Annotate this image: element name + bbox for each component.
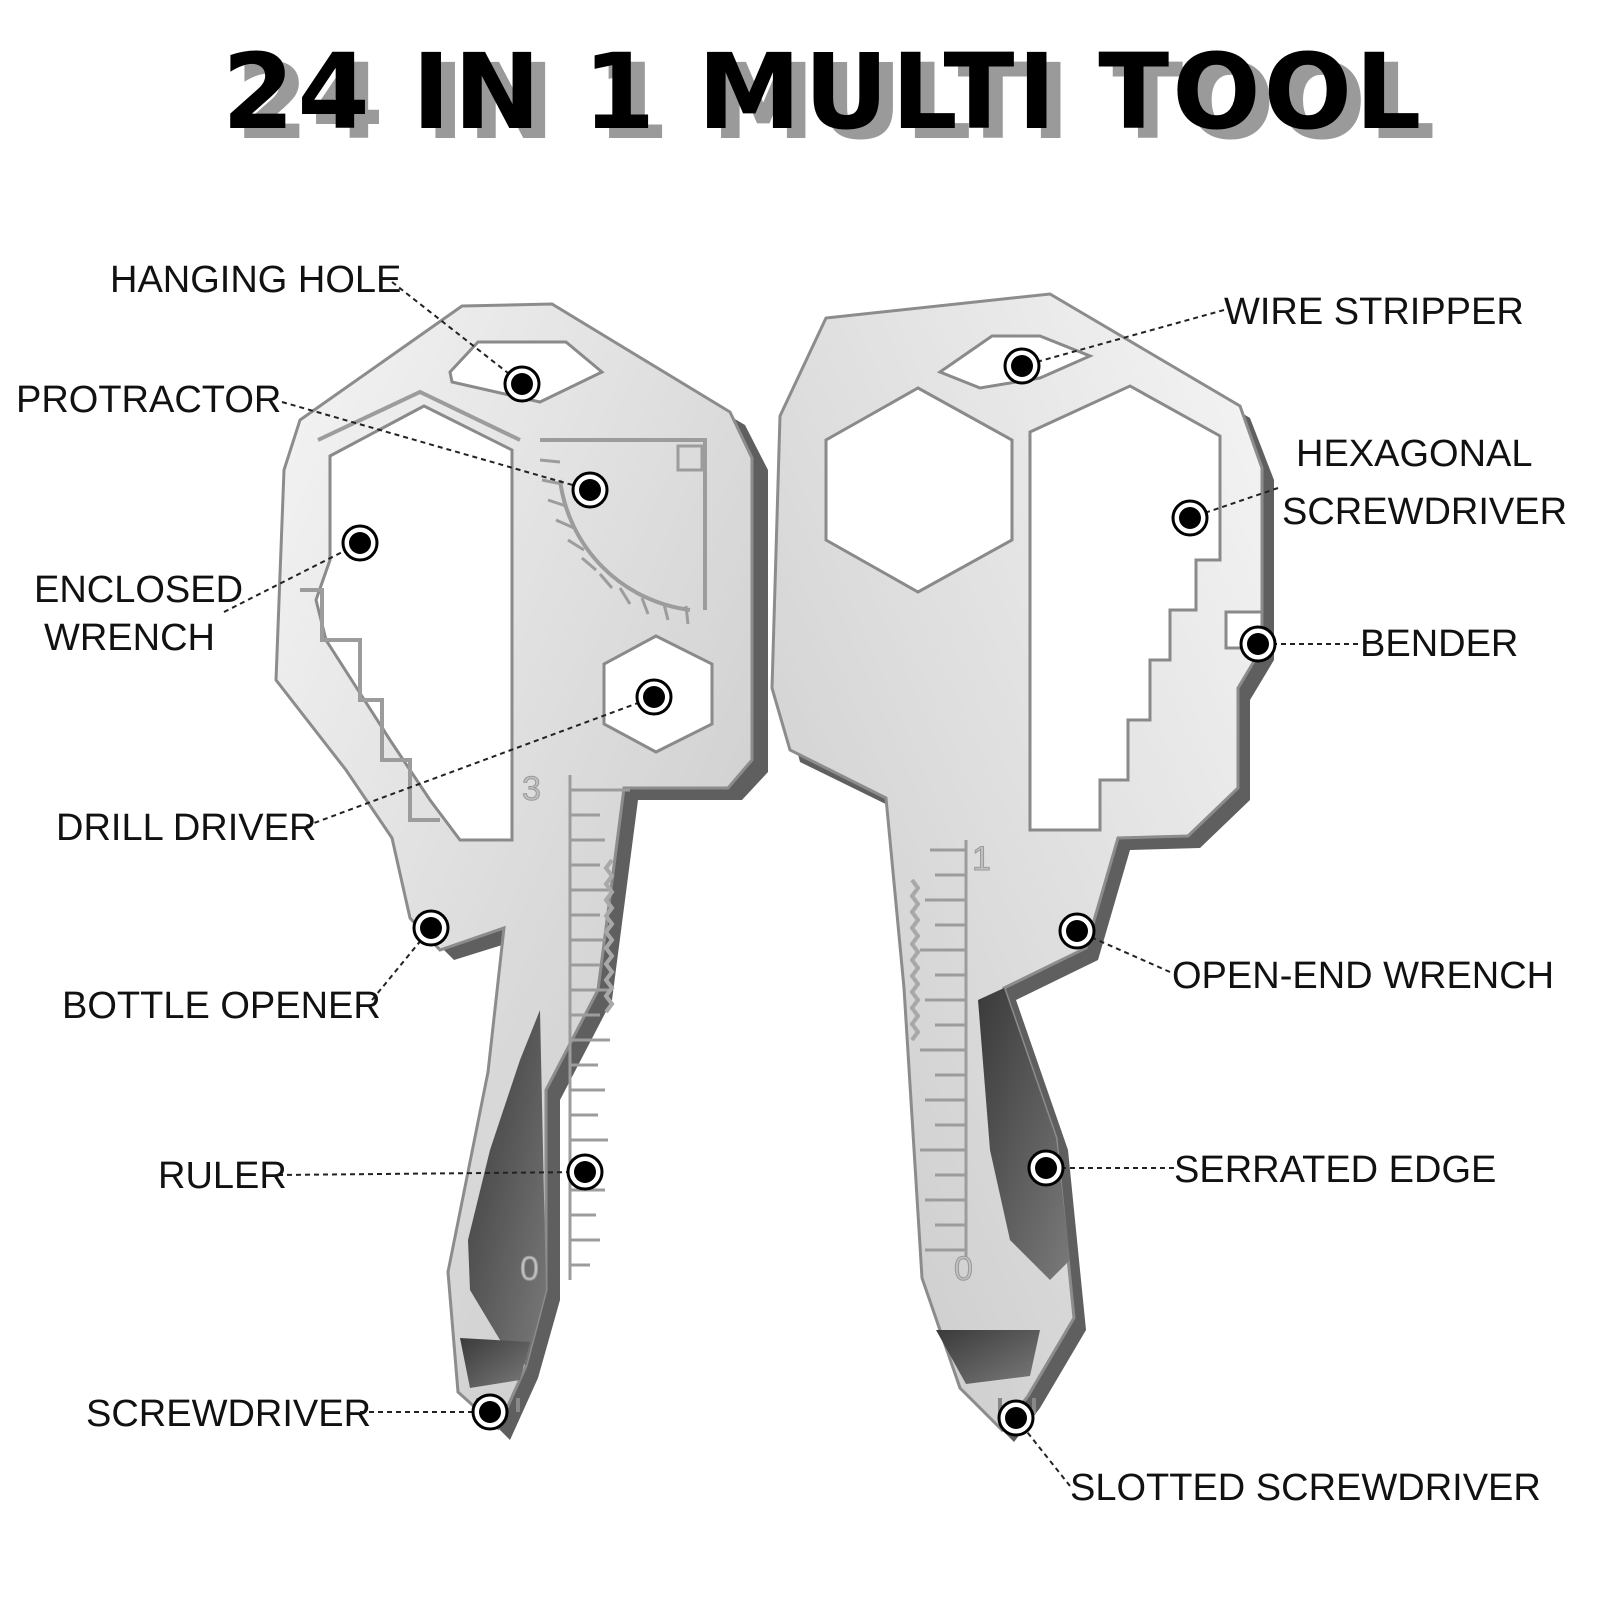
label-bottle-opener: BOTTLE OPENER	[62, 985, 381, 1027]
left-protractor-square	[676, 444, 704, 472]
callout-markers	[341, 347, 1277, 1437]
marker-protractor	[571, 471, 609, 509]
right-serrated-spine	[909, 878, 921, 1042]
leader-drill-driver	[305, 696, 655, 827]
marker-bottle-opener	[412, 909, 450, 947]
label-enclosed-wrench-line2: WRENCH	[44, 617, 215, 659]
right-tool: 1 0	[770, 292, 1274, 1442]
left-handle-shadow	[468, 1010, 546, 1366]
callout-labels: HANGING HOLE PROTRACTOR ENCLOSED WRENCH …	[16, 259, 1567, 1509]
marker-serrated-edge	[1027, 1149, 1065, 1187]
label-hexagonal-screwdriver-line2: SCREWDRIVER	[1282, 491, 1567, 533]
left-ruler-mark-3: 3	[522, 770, 541, 808]
label-screwdriver: SCREWDRIVER	[86, 1393, 371, 1435]
marker-wire-stripper	[1003, 347, 1041, 385]
leader-hexagonal-screwdriver	[1189, 487, 1279, 519]
marker-ruler	[566, 1153, 604, 1191]
left-wrench-steps	[300, 389, 521, 822]
label-wire-stripper: WIRE STRIPPER	[1224, 291, 1524, 333]
label-hanging-hole: HANGING HOLE	[110, 259, 401, 301]
right-screwdriver-tip-shadow	[936, 1330, 1040, 1384]
right-ruler-mark-0: 0	[954, 1250, 973, 1288]
right-hex-screwdriver-opening	[1028, 384, 1222, 832]
label-drill-driver: DRILL DRIVER	[56, 807, 316, 849]
label-bender: BENDER	[1360, 623, 1518, 665]
marker-screwdriver	[471, 1393, 509, 1431]
marker-hanging-hole	[503, 365, 541, 403]
marker-enclosed-wrench	[341, 524, 379, 562]
label-open-end-wrench: OPEN-END WRENCH	[1172, 955, 1554, 997]
leader-ruler	[277, 1171, 586, 1176]
page-title: 24 IN 1 MULTI TOOL	[222, 31, 1424, 153]
marker-slotted-screwdriver	[997, 1399, 1035, 1437]
title-shadow: 24 IN 1 MULTI TOOL	[236, 41, 1438, 163]
leader-enclosed-wrench	[223, 542, 361, 613]
label-ruler: RULER	[158, 1155, 287, 1197]
label-protractor: PROTRACTOR	[16, 379, 281, 421]
marker-drill-driver	[635, 678, 673, 716]
right-large-hex	[824, 386, 1014, 594]
left-serrated-spine	[603, 858, 615, 1014]
right-handle-shadow	[978, 988, 1070, 1280]
label-slotted-screwdriver: SLOTTED SCREWDRIVER	[1070, 1467, 1541, 1509]
left-enclosed-wrench-opening	[314, 404, 514, 842]
label-serrated-edge: SERRATED EDGE	[1174, 1149, 1496, 1191]
label-enclosed-wrench-line1: ENCLOSED	[34, 569, 243, 611]
left-screwdriver-tip-shadow	[460, 1338, 530, 1388]
left-ruler-mark-0: 0	[520, 1250, 539, 1288]
marker-hexagonal-screwdriver	[1171, 499, 1209, 537]
right-ruler-mark-1: 1	[972, 840, 991, 878]
leader-hanging-hole	[391, 281, 523, 385]
marker-open-end-wrench	[1058, 912, 1096, 950]
left-protractor-ticks	[539, 458, 690, 625]
left-tool: 3 0	[274, 302, 768, 1440]
leader-wire-stripper	[1021, 309, 1225, 367]
label-hexagonal-screwdriver-line1: HEXAGONAL	[1296, 433, 1533, 475]
marker-bender	[1239, 625, 1277, 663]
right-ruler	[920, 840, 968, 1260]
leader-bottle-opener	[371, 927, 432, 1001]
